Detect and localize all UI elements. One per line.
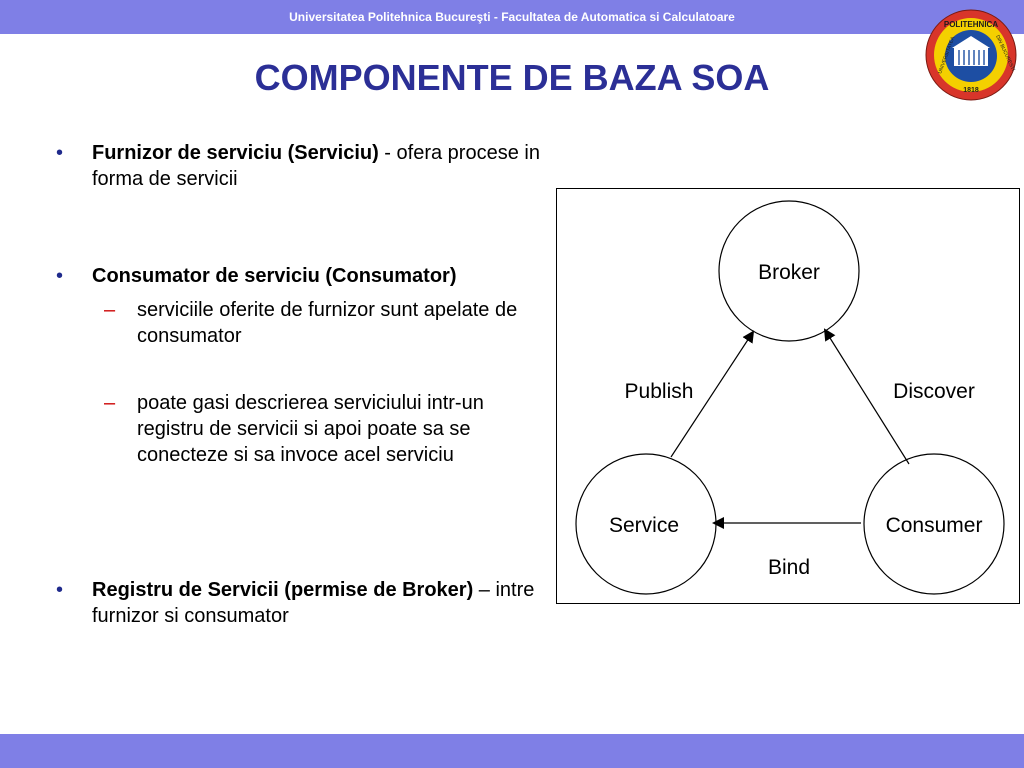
sub-dash: – — [104, 299, 116, 321]
footer-bar — [0, 734, 1024, 768]
bullet-furnizor-text: - ofera procese in forma de servicii — [92, 142, 540, 190]
sub-item-apelate-text: serviciile oferite de furnizor sunt apel… — [137, 299, 518, 347]
consumer-label: Consumer — [886, 514, 983, 537]
bullet-dot: • — [56, 142, 64, 164]
discover-arrow — [823, 328, 910, 465]
publish-label: Publish — [625, 380, 694, 403]
soa-diagram-svg: Broker Service Consumer Publish Discover… — [575, 200, 1005, 595]
bullet-furnizor-bold: Furnizor de serviciu (Serviciu) — [92, 142, 379, 164]
broker-node — [718, 200, 860, 342]
slide-content: • Furnizor de serviciu (Serviciu) - ofer… — [56, 140, 556, 629]
bullet-consumator-bold: Consumator de serviciu (Consumator) — [92, 265, 457, 287]
bullet-consumator: • Consumator de serviciu (Consumator) — [56, 263, 556, 289]
slide-title: COMPONENTE DE BAZA SOA — [254, 57, 770, 98]
sub-item-apelate: – serviciile oferite de furnizor sunt ap… — [56, 297, 556, 349]
bullet-furnizor: • Furnizor de serviciu (Serviciu) - ofer… — [56, 140, 556, 192]
bullet-dot: • — [56, 579, 64, 601]
sub-item-registru-text: poate gasi descrierea serviciului intr-u… — [137, 392, 484, 466]
publish-arrow — [670, 330, 755, 458]
bullet-dot: • — [56, 265, 64, 287]
bullet-registru: • Registru de Servicii (permise de Broke… — [56, 577, 556, 629]
soa-diagram: Broker Service Consumer Publish Discover… — [556, 188, 1020, 604]
logo-year-text: 1818 — [963, 87, 979, 94]
logo-name-text: POLITEHNICA — [944, 20, 998, 29]
sub-dash: – — [104, 392, 116, 414]
bind-label: Bind — [768, 556, 810, 579]
consumer-node — [863, 453, 1005, 595]
header-text: Universitatea Politehnica Bucureşti - Fa… — [289, 10, 735, 24]
service-label: Service — [609, 514, 679, 537]
broker-label: Broker — [758, 261, 820, 284]
sub-item-registru: – poate gasi descrierea serviciului intr… — [56, 390, 556, 468]
discover-label: Discover — [893, 380, 975, 403]
university-logo: POLITEHNICA 1818 UNIVERSITATEA DIN BUCUR… — [925, 9, 1017, 101]
bullet-registru-text: – intre furnizor si consumator — [92, 579, 535, 627]
header-bar: Universitatea Politehnica Bucureşti - Fa… — [0, 0, 1024, 34]
bullet-registru-bold: Registru de Servicii (permise de Broker) — [92, 579, 474, 601]
